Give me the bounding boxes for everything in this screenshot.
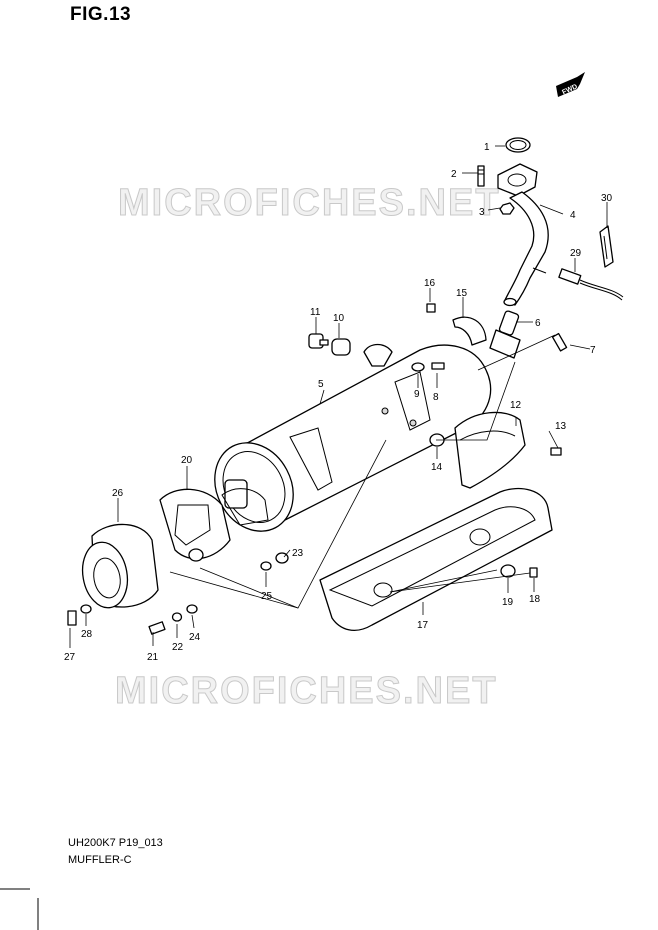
part-9-washer — [411, 362, 425, 372]
label-part-15: 15 — [456, 288, 468, 299]
part-19-grommet — [500, 564, 516, 578]
part-13-screw — [550, 447, 562, 456]
part-18-screw — [529, 567, 538, 578]
muffler-mount-clamp — [363, 343, 393, 367]
label-part-14: 14 — [431, 462, 443, 473]
label-part-13: 13 — [555, 421, 567, 432]
label-part-18: 18 — [529, 594, 541, 605]
part-20-end-cap — [159, 479, 269, 562]
part-1-gasket-ring — [505, 137, 531, 153]
part-4-exhaust-pipe — [497, 163, 549, 307]
part-12-heat-guard — [454, 411, 526, 489]
label-part-17: 17 — [417, 620, 429, 631]
part-8-bolt — [431, 362, 445, 370]
label-part-20: 20 — [181, 455, 193, 466]
label-part-26: 26 — [112, 488, 124, 499]
part-17-heat-shield-plate — [319, 487, 553, 631]
label-part-8: 8 — [433, 392, 439, 403]
label-part-1: 1 — [484, 142, 490, 153]
label-part-12: 12 — [510, 400, 522, 411]
label-part-6: 6 — [535, 318, 541, 329]
label-part-30: 30 — [601, 193, 613, 204]
part-16-bolt — [426, 303, 436, 313]
watermark-bottom: MICROFICHES.NET — [115, 670, 498, 712]
label-part-23: 23 — [292, 548, 304, 559]
label-part-24: 24 — [189, 632, 201, 643]
figure-code: UH200K7 P19_013 — [68, 837, 163, 849]
forward-direction-arrow-icon: FWD — [556, 72, 585, 97]
part-28-washer — [80, 604, 92, 614]
figure-title: FIG.13 — [70, 4, 132, 25]
label-part-29: 29 — [570, 248, 582, 259]
part-27-bolt — [67, 610, 77, 626]
part-29-o2-sensor — [558, 268, 624, 301]
part-24-washer — [186, 604, 198, 614]
watermark-top: MICROFICHES.NET — [118, 182, 501, 224]
label-part-28: 28 — [81, 629, 93, 640]
part-3-nut — [499, 202, 515, 215]
part-5-muffler-body — [214, 344, 492, 532]
label-part-11: 11 — [310, 307, 321, 318]
part-26-tailpipe-cover — [81, 523, 159, 609]
label-part-9: 9 — [414, 389, 420, 400]
part-21-bolt — [148, 621, 166, 635]
part-7-bolt — [551, 332, 568, 352]
label-part-16: 16 — [424, 278, 436, 289]
part-6-pipe-clamp — [489, 310, 521, 359]
label-part-19: 19 — [502, 597, 514, 608]
label-part-2: 2 — [451, 169, 457, 180]
part-2-stud-bolt — [477, 165, 485, 187]
label-part-5: 5 — [318, 379, 324, 390]
part-22-washer — [171, 612, 183, 622]
part-25-washer — [260, 561, 272, 571]
part-10-damper — [331, 338, 351, 356]
part-30-bracket — [599, 225, 614, 268]
label-part-3: 3 — [479, 207, 485, 218]
figure-name: MUFFLER-C — [68, 854, 132, 866]
label-part-22: 22 — [172, 642, 184, 653]
label-part-27: 27 — [64, 652, 76, 663]
part-11-bolt — [308, 333, 329, 349]
label-part-4: 4 — [570, 210, 576, 221]
label-part-7: 7 — [590, 345, 596, 356]
label-part-21: 21 — [147, 652, 159, 663]
label-part-25: 25 — [261, 591, 273, 602]
label-part-10: 10 — [333, 313, 345, 324]
part-15-heat-shield — [452, 316, 487, 346]
